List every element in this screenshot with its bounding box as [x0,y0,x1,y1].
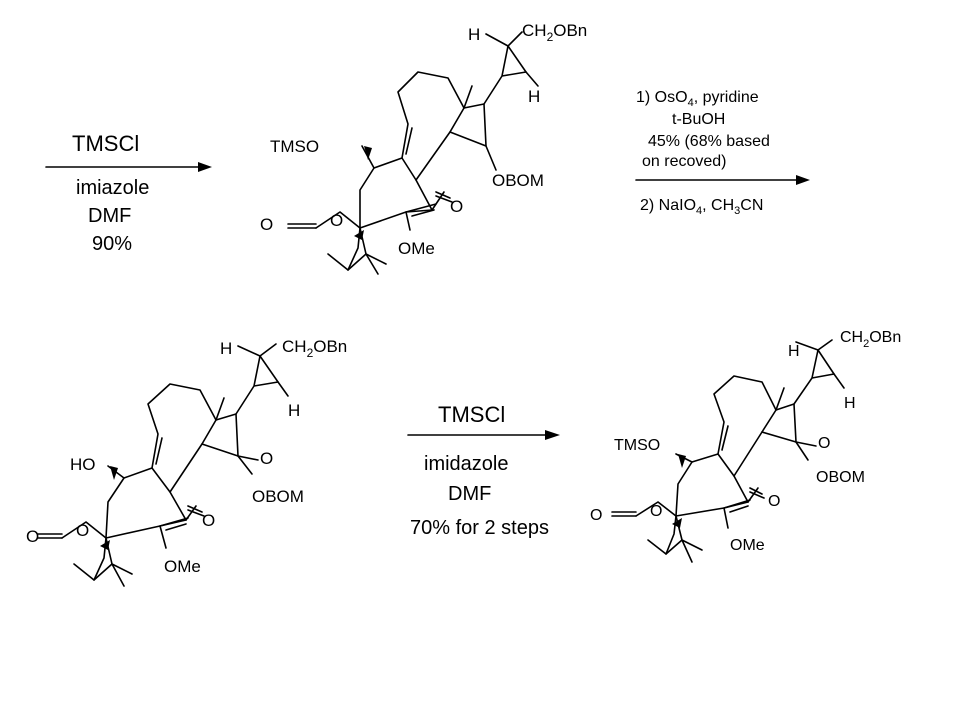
molecule-2: HO O O O O OMe OBOM H H CH2OBn [26,337,347,587]
molecule-3: TMSO O O O O OMe OBOM H H CH2OBn [590,329,901,563]
mol3-obom: OBOM [816,469,865,486]
mol3-ketone-o-2: O [768,493,780,510]
mol1-tmso: TMSO [270,137,319,156]
molecule-1: TMSO O O O OMe OBOM H H CH2OBn [260,21,587,275]
step1-condition-1: imiazole [76,177,149,199]
arrow-3 [407,430,560,440]
mol2-bridge-o: O [76,521,89,540]
mol1-ch2obn: CH2OBn [522,21,587,44]
mol2-ome: OMe [164,557,201,576]
mol2-ho: HO [70,455,96,474]
step2-line-4: on recoved) [642,153,727,170]
mol3-aldehyde-o: O [818,435,830,452]
mol3-tmso: TMSO [614,437,660,454]
step3-yield: 70% for 2 steps [410,517,549,539]
arrow-1 [45,162,212,172]
mol2-obom: OBOM [252,487,304,506]
mol2-h-right: H [288,401,300,420]
mol1-obom: OBOM [492,171,544,190]
step2-line-2: t-BuOH [672,111,725,128]
mol1-ketone-o: O [260,215,273,234]
mol3-ome: OMe [730,537,765,554]
mol3-h-top: H [788,343,800,360]
mol3-ch2obn: CH2OBn [840,329,901,350]
mol3-bridge-o: O [650,503,662,520]
mol1-ome: OMe [398,239,435,258]
step2-line-1: 1) OsO4, pyridine [636,89,759,109]
step3-reagent: TMSCl [438,402,505,427]
mol3-h-right: H [844,395,856,412]
step1-condition-2: DMF [88,205,131,227]
step3-condition-1: imidazole [424,453,508,475]
mol2-ketone-o-2: O [202,511,215,530]
mol2-ch2obn: CH2OBn [282,337,347,360]
mol1-h-top: H [468,25,480,44]
step3-condition-2: DMF [448,483,491,505]
step1-yield: 90% [92,233,132,255]
mol2-aldehyde-o: O [260,449,273,468]
mol3-ketone-o: O [590,507,602,524]
mol1-bridge-o: O [330,211,343,230]
mol1-h-right: H [528,87,540,106]
arrow-2 [635,175,810,185]
step2-line-5: 2) NaIO4, CH3CN [640,197,763,217]
mol1-ketone-o-2: O [450,197,463,216]
mol2-ketone-o: O [26,527,39,546]
step1-reagent: TMSCl [72,131,139,156]
mol2-h-top: H [220,339,232,358]
step2-line-3: 45% (68% based [648,133,770,150]
